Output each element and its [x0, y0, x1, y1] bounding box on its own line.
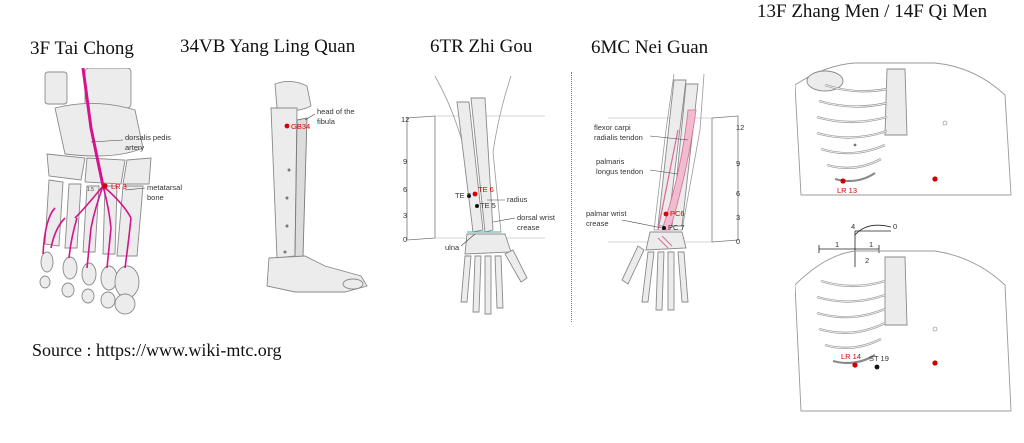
torso-upper-illustration: LR 13 — [795, 55, 1015, 200]
forearm-back-te5: TE 5 — [480, 201, 496, 210]
forearm-front-illustration: 12 9 6 3 0 PC6 PC 7 flexor carpi radiali… — [578, 70, 748, 320]
forearm-back-scale-9: 9 — [403, 157, 407, 166]
torso-scale-2: 2 — [865, 256, 869, 265]
torso-lr14: LR 14 — [841, 352, 861, 361]
foot-illustration: LR 3 1.5 dorsalis pedis artery metatarsa… — [25, 68, 195, 318]
forearm-front-pc6: PC6 — [670, 209, 685, 218]
forearm-front-pc7: PC 7 — [668, 223, 685, 232]
foot-artery-label-1: dorsalis pedis — [125, 133, 171, 142]
forearm-back-ulna: ulna — [445, 243, 460, 252]
forearm-front-flexor-1: flexor carpi — [594, 123, 631, 132]
forearm-back-crease-2: crease — [517, 223, 540, 232]
leg-fibula-label-1: head of the — [317, 107, 355, 116]
torso-scale-4: 4 — [851, 222, 855, 231]
torso-lower-illustration: 4 0 1 1 2 LR 14 ST 19 — [795, 205, 1015, 415]
forearm-front-scale-3: 3 — [736, 213, 740, 222]
title-foot: 3F Tai Chong — [30, 38, 134, 59]
forearm-back-scale-6: 6 — [403, 185, 407, 194]
leg-illustration: GB34 head of the fibula — [255, 80, 385, 300]
forearm-front-crease-1: palmar wrist — [586, 209, 627, 218]
foot-bone-label-1: metatarsal — [147, 183, 182, 192]
forearm-back-radius: radius — [507, 195, 528, 204]
title-leg: 34VB Yang Ling Quan — [180, 36, 356, 57]
source-citation: Source : https://www.wiki-mtc.org — [32, 340, 282, 360]
forearm-front-palmaris-1: palmaris — [596, 157, 625, 166]
leg-point-label: GB34 — [291, 122, 310, 131]
forearm-back-scale-12: 12 — [401, 115, 409, 124]
torso-st19: ST 19 — [869, 354, 889, 363]
forearm-front-scale-12: 12 — [736, 123, 744, 132]
forearm-back-scale-3: 3 — [403, 211, 407, 220]
forearm-front-flexor-2: radialis tendon — [594, 133, 643, 142]
panel-divider — [571, 72, 572, 322]
forearm-front-scale-9: 9 — [736, 159, 740, 168]
torso-scale-1b: 1 — [869, 240, 873, 249]
foot-artery-label-2: artery — [125, 143, 144, 152]
forearm-back-illustration: 12 9 6 3 0 TE 6 TE 7 TE 5 radius dorsal … — [395, 72, 555, 317]
title-torso: 13F Zhang Men / 14F Qi Men — [757, 1, 988, 22]
title-forearm-back: 6TR Zhi Gou — [430, 36, 533, 57]
forearm-front-crease-2: crease — [586, 219, 609, 228]
torso-scale-0: 0 — [893, 222, 897, 231]
torso-scale-1a: 1 — [835, 240, 839, 249]
leg-fibula-label-2: fibula — [317, 117, 336, 126]
forearm-front-scale-6: 6 — [736, 189, 740, 198]
forearm-back-crease-1: dorsal wrist — [517, 213, 555, 222]
forearm-front-scale-0: 0 — [736, 237, 740, 246]
foot-point-label: LR 3 — [111, 182, 127, 191]
foot-bone-label-2: bone — [147, 193, 164, 202]
title-forearm-front: 6MC Nei Guan — [591, 37, 709, 58]
forearm-front-palmaris-2: longus tendon — [596, 167, 643, 176]
foot-tiny-label: 1.5 — [87, 187, 94, 193]
forearm-back-te7: TE 7 — [455, 191, 471, 200]
torso-lr13: LR 13 — [837, 186, 857, 195]
forearm-back-te6: TE 6 — [478, 185, 494, 194]
forearm-back-scale-0: 0 — [403, 235, 407, 244]
